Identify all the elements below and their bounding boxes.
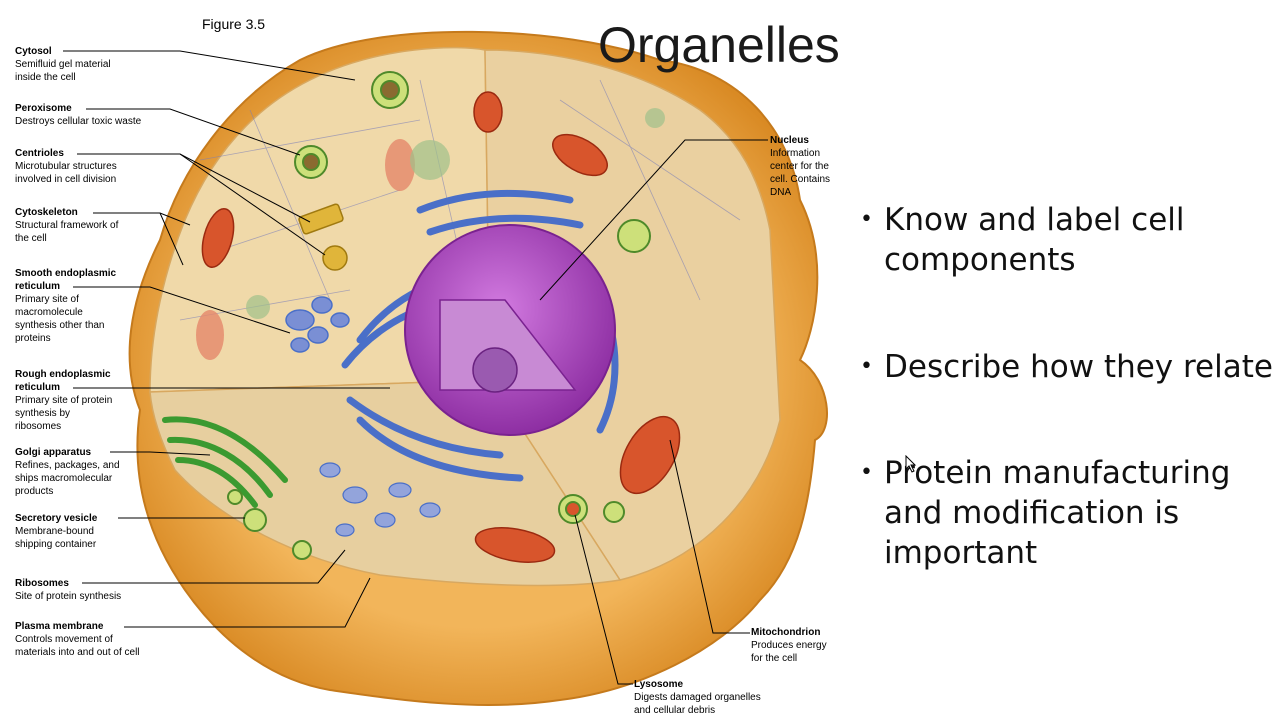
bullet-dot-icon: • [860,453,873,493]
label-title: Ribosomes [15,577,121,590]
label-title: Rough endoplasmic reticulum [15,368,112,394]
label-desc: Refines, packages, and ships macromolecu… [15,459,120,498]
mitochondrion-faded-2 [196,310,224,360]
label-golgi: Golgi apparatus Refines, packages, and s… [15,446,120,498]
label-title: Lysosome [634,678,761,691]
label-title: Mitochondrion [751,626,827,639]
bullet-text: Protein manufacturing and modification i… [884,453,1274,573]
nucleolus-shape [473,348,517,392]
label-desc: Controls movement of materials into and … [15,633,140,659]
label-desc: Site of protein synthesis [15,590,121,603]
label-desc: Produces energy for the cell [751,639,827,665]
label-desc: Primary site of protein synthesis by rib… [15,394,112,433]
label-centrioles: Centrioles Microtubular structures invol… [15,147,117,186]
label-desc: Destroys cellular toxic waste [15,115,141,128]
label-mitochondrion: Mitochondrion Produces energy for the ce… [751,626,827,665]
bullet-text: Describe how they relate [884,347,1274,387]
label-title: Secretory vesicle [15,512,97,525]
bullet-dot-icon: • [860,200,873,240]
bullet-text: Know and label cell components [884,200,1274,280]
label-title: Golgi apparatus [15,446,120,459]
label-lysosome: Lysosome Digests damaged organelles and … [634,678,761,717]
label-rough-er: Rough endoplasmic reticulum Primary site… [15,368,112,433]
label-title: Peroxisome [15,102,141,115]
label-desc: Digests damaged organelles and cellular … [634,691,761,717]
label-title: Nucleus [770,134,830,147]
label-plasma-membrane: Plasma membrane Controls movement of mat… [15,620,140,659]
label-desc: Information center for the cell. Contain… [770,147,830,199]
slide-title: Organelles [598,16,840,74]
label-desc: Semifluid gel material inside the cell [15,58,111,84]
label-title: Smooth endoplasmic reticulum [15,267,116,293]
label-ribosomes: Ribosomes Site of protein synthesis [15,577,121,603]
label-desc: Microtubular structures involved in cell… [15,160,117,186]
label-secretory-vesicle: Secretory vesicle Membrane-bound shippin… [15,512,97,551]
figure-label: Figure 3.5 [202,16,265,32]
label-title: Cytoskeleton [15,206,118,219]
label-cytosol: Cytosol Semifluid gel material inside th… [15,45,111,84]
label-smooth-er: Smooth endoplasmic reticulum Primary sit… [15,267,116,345]
label-title: Cytosol [15,45,111,58]
label-desc: Primary site of macromolecule synthesis … [15,293,116,345]
bullet-dot-icon: • [860,347,873,387]
mouse-cursor-icon [905,455,917,473]
mitochondrion-faded [385,139,415,191]
label-title: Centrioles [15,147,117,160]
label-nucleus: Nucleus Information center for the cell.… [770,134,830,199]
label-peroxisome: Peroxisome Destroys cellular toxic waste [15,102,141,128]
label-cytoskeleton: Cytoskeleton Structural framework of the… [15,206,118,245]
label-desc: Structural framework of the cell [15,219,118,245]
label-title: Plasma membrane [15,620,140,633]
label-desc: Membrane-bound shipping container [15,525,97,551]
